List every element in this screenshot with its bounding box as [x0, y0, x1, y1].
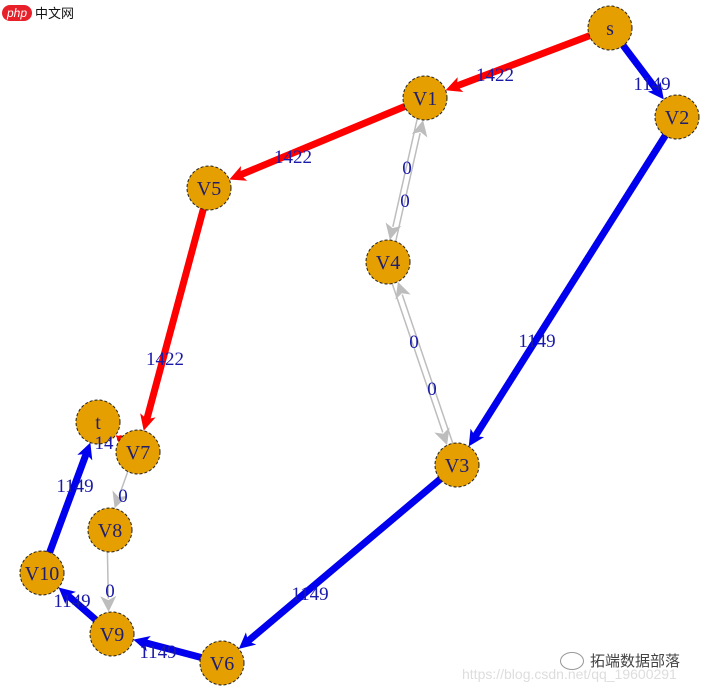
- watermark-url: https://blog.csdn.net/qq_19600291: [462, 666, 677, 682]
- edge-label: 1149: [139, 642, 176, 663]
- node-s: [587, 5, 633, 51]
- edge-V4-V1: [395, 133, 421, 242]
- node-label-s: s: [606, 18, 614, 40]
- node-V10: [19, 550, 65, 596]
- edge-V9-V10: [65, 593, 99, 624]
- edge-label: 1422: [146, 349, 184, 370]
- node-label-V7: V7: [126, 442, 150, 464]
- edge-label: 1149: [518, 331, 555, 352]
- edge-V5-V7: [143, 205, 207, 421]
- node-V3: [434, 442, 480, 488]
- node-label-V10: V10: [25, 563, 59, 585]
- arrowhead-icon: [140, 413, 156, 431]
- arrowhead-icon: [395, 281, 411, 300]
- arrowhead-icon: [445, 77, 464, 93]
- edge-V3-V6: [246, 475, 444, 644]
- edge-label: 0: [409, 332, 419, 353]
- edge-label: 1422: [476, 65, 514, 86]
- edge-V1-V4: [392, 118, 418, 227]
- edge-V1-V5: [238, 102, 409, 178]
- node-V5: [186, 165, 232, 211]
- node-label-t: t: [95, 412, 101, 434]
- node-t: [75, 399, 121, 445]
- site-logo: php 中文网: [2, 3, 74, 22]
- edge-label: 1149: [56, 476, 93, 497]
- arrowhead-icon: [58, 587, 76, 604]
- edge-V6-V9: [143, 639, 205, 661]
- node-label-V4: V4: [376, 252, 400, 274]
- edge-label: 1149: [53, 591, 90, 612]
- edge-label: 1422: [274, 147, 312, 168]
- node-V4: [365, 239, 411, 285]
- arrowhead-icon: [133, 635, 151, 652]
- arrowhead-icon: [229, 166, 248, 181]
- logo-text: 中文网: [35, 7, 75, 22]
- arrowhead-icon: [238, 632, 257, 649]
- edge-label: 0: [402, 158, 412, 179]
- arrowhead-icon: [647, 81, 664, 100]
- watermark-account-name: 拓端数据部落: [590, 652, 681, 670]
- node-label-V8: V8: [98, 520, 122, 542]
- edge-label: 0: [105, 581, 115, 602]
- edge-V3-V4: [401, 294, 454, 444]
- arrowhead-icon: [77, 442, 93, 461]
- node-V6: [199, 640, 245, 686]
- node-label-V3: V3: [445, 455, 469, 477]
- edge-label: 0: [118, 486, 128, 507]
- node-label-V5: V5: [197, 178, 221, 200]
- wechat-icon: [560, 651, 584, 670]
- edge-label: 0: [427, 379, 437, 400]
- edge-label: 0: [400, 191, 410, 212]
- node-V9: [89, 611, 135, 657]
- node-V2: [654, 94, 700, 140]
- edge-V4-V3: [391, 283, 444, 433]
- edge-s-V1: [455, 32, 593, 89]
- node-V1: [402, 75, 448, 121]
- edge-V10-t: [46, 452, 89, 556]
- edge-s-V2: [619, 42, 659, 92]
- node-label-V6: V6: [210, 653, 234, 675]
- edge-label: 1149: [291, 584, 328, 605]
- node-V7: [115, 429, 161, 475]
- node-label-V9: V9: [100, 624, 124, 646]
- arrowhead-icon: [100, 595, 117, 613]
- edge-V8-V9: [106, 551, 110, 599]
- node-V8: [87, 507, 133, 553]
- edge-label: 1149: [633, 74, 670, 95]
- logo-badge: php: [2, 4, 33, 21]
- arrowhead-icon: [112, 490, 128, 509]
- edge-V7-V8: [118, 470, 129, 496]
- arrowhead-icon: [385, 222, 402, 240]
- node-label-V1: V1: [413, 88, 437, 110]
- arrowhead-icon: [468, 428, 485, 447]
- arrowhead-icon: [434, 427, 450, 446]
- node-label-V2: V2: [665, 107, 689, 129]
- edge-label: 14: [95, 433, 115, 454]
- watermark-account: 拓端数据部落: [560, 650, 680, 671]
- arrowhead-icon: [411, 120, 428, 138]
- edge-V2-V3: [472, 132, 669, 439]
